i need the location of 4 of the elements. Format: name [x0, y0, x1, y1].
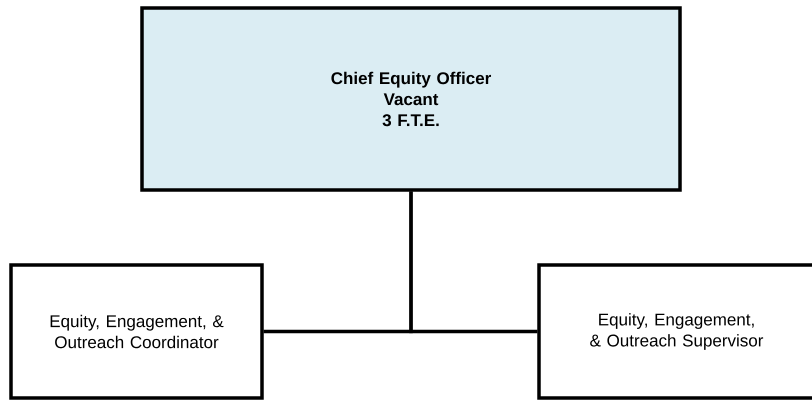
connector-line	[409, 192, 538, 334]
position-box: Chief Equity Officer Vacant 3 F.T.E.	[140, 6, 682, 192]
position-box: Equity, Engagement, & Outreach Coordinator	[9, 263, 264, 400]
position-box: Equity, Engagement, & Outreach Supervisor	[537, 263, 812, 400]
